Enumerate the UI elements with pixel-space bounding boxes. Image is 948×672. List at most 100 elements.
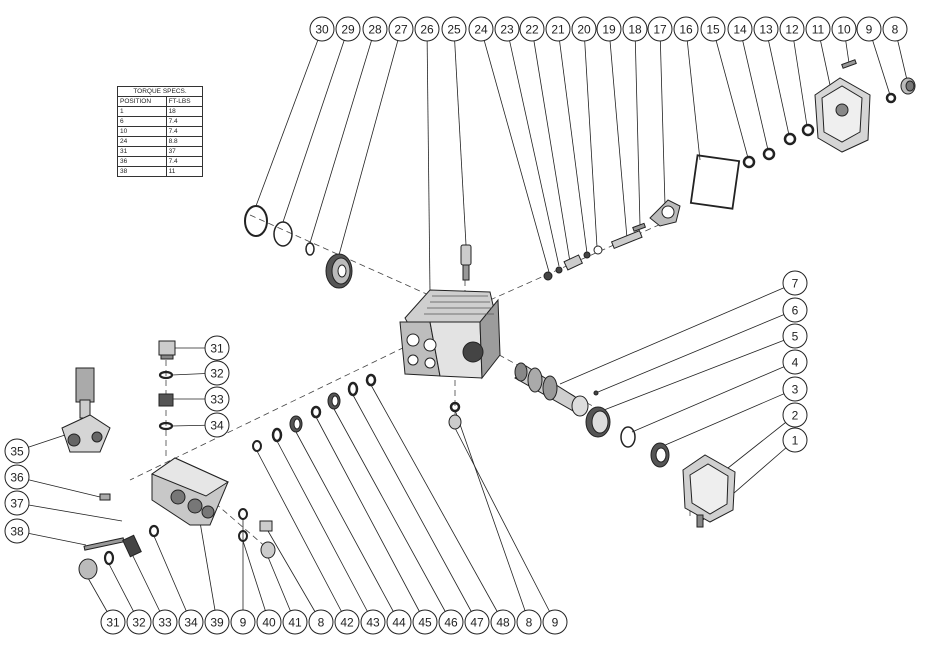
callout-46: 46 <box>438 609 464 635</box>
o-ring-part <box>158 421 174 431</box>
drain-plug-part <box>448 414 462 430</box>
callout-circle <box>204 335 230 361</box>
callout-circle <box>309 16 335 42</box>
callout-number: 45 <box>418 616 432 630</box>
plunger-guide-part <box>610 230 643 250</box>
table-cell: 8.8 <box>165 136 204 147</box>
callout-number: 41 <box>288 616 302 630</box>
callout-number: 34 <box>210 419 224 433</box>
plug-part <box>260 541 276 559</box>
callout-number: 32 <box>132 616 146 630</box>
washer-part <box>783 132 797 146</box>
leader-line <box>315 416 426 623</box>
leader-line <box>256 450 348 623</box>
callout-circle <box>204 609 230 635</box>
leader-line <box>426 28 431 293</box>
leader-line <box>352 394 478 623</box>
leader-line <box>557 28 588 254</box>
seal-part <box>555 266 563 274</box>
washer-part <box>593 245 603 255</box>
callout-number: 36 <box>10 471 24 485</box>
torque-header-ftlbs: FT-LBS <box>165 96 204 107</box>
seal-ring-part <box>244 205 268 237</box>
o-ring-part <box>365 373 377 387</box>
bolt-part <box>83 537 125 551</box>
callout-circle <box>779 16 805 42</box>
callout-circle <box>782 323 808 349</box>
callout-number: 25 <box>447 23 461 37</box>
callout-number: 35 <box>10 445 24 459</box>
callout-8: 8 <box>516 609 542 635</box>
leader-line <box>791 28 808 127</box>
callout-circle <box>545 16 571 42</box>
washer-part <box>885 92 897 104</box>
o-ring-part <box>148 524 160 538</box>
callout-circle <box>782 402 808 428</box>
callout-18: 18 <box>622 16 648 42</box>
callout-17: 17 <box>647 16 673 42</box>
crankcase-part <box>399 289 501 380</box>
callout-31: 31 <box>100 609 126 635</box>
callout-number: 11 <box>812 23 825 37</box>
callout-circle <box>100 609 126 635</box>
seal-part <box>327 392 341 410</box>
torque-table-title: TORQUE SPECS. <box>117 86 203 97</box>
callout-circle <box>494 16 520 42</box>
callout-number: 8 <box>526 616 533 630</box>
callout-number: 14 <box>733 23 747 37</box>
valve-plug-part <box>158 340 176 360</box>
callout-number: 24 <box>474 23 488 37</box>
callout-3: 3 <box>782 376 808 402</box>
leader-line <box>739 28 769 151</box>
unloader-valve-part <box>61 367 111 453</box>
callout-number: 40 <box>262 616 276 630</box>
leader-line <box>242 540 270 623</box>
callout-13: 13 <box>753 16 779 42</box>
o-ring-part <box>347 381 359 397</box>
callout-1: 1 <box>782 427 808 453</box>
callout-number: 8 <box>318 616 325 630</box>
leader-line <box>597 309 796 393</box>
callout-circle <box>782 349 808 375</box>
callout-15: 15 <box>700 16 726 42</box>
callout-36: 36 <box>4 464 30 490</box>
plug-part <box>259 520 273 532</box>
leader-line <box>727 414 796 469</box>
callout-circle <box>782 270 808 296</box>
callout-48: 48 <box>490 609 516 635</box>
bearing-part <box>325 253 353 289</box>
o-ring-part <box>271 427 283 443</box>
callout-number: 31 <box>210 342 224 356</box>
callout-23: 23 <box>494 16 520 42</box>
callout-19: 19 <box>596 16 622 42</box>
callout-number: 20 <box>577 23 591 37</box>
leader-line <box>583 28 598 248</box>
piston-part <box>563 254 584 271</box>
valve-part <box>122 534 142 558</box>
callout-32: 32 <box>126 609 152 635</box>
rear-cover-part <box>814 77 871 153</box>
callout-number: 9 <box>866 23 873 37</box>
leader-line <box>267 530 322 623</box>
callout-9: 9 <box>856 16 882 42</box>
callout-circle <box>673 16 699 42</box>
callout-9: 9 <box>230 609 256 635</box>
callout-37: 37 <box>4 490 30 516</box>
leader-line <box>16 476 101 498</box>
washer-part <box>449 401 461 413</box>
callout-number: 26 <box>420 23 434 37</box>
leader-line <box>662 388 796 447</box>
callout-circle <box>335 16 361 42</box>
leader-line <box>199 521 218 623</box>
callout-21: 21 <box>545 16 571 42</box>
callout-number: 1 <box>792 434 799 448</box>
callout-number: 7 <box>792 277 799 291</box>
callout-circle <box>782 376 808 402</box>
callout-number: 38 <box>10 525 24 539</box>
callout-number: 43 <box>366 616 380 630</box>
callout-number: 34 <box>184 616 198 630</box>
